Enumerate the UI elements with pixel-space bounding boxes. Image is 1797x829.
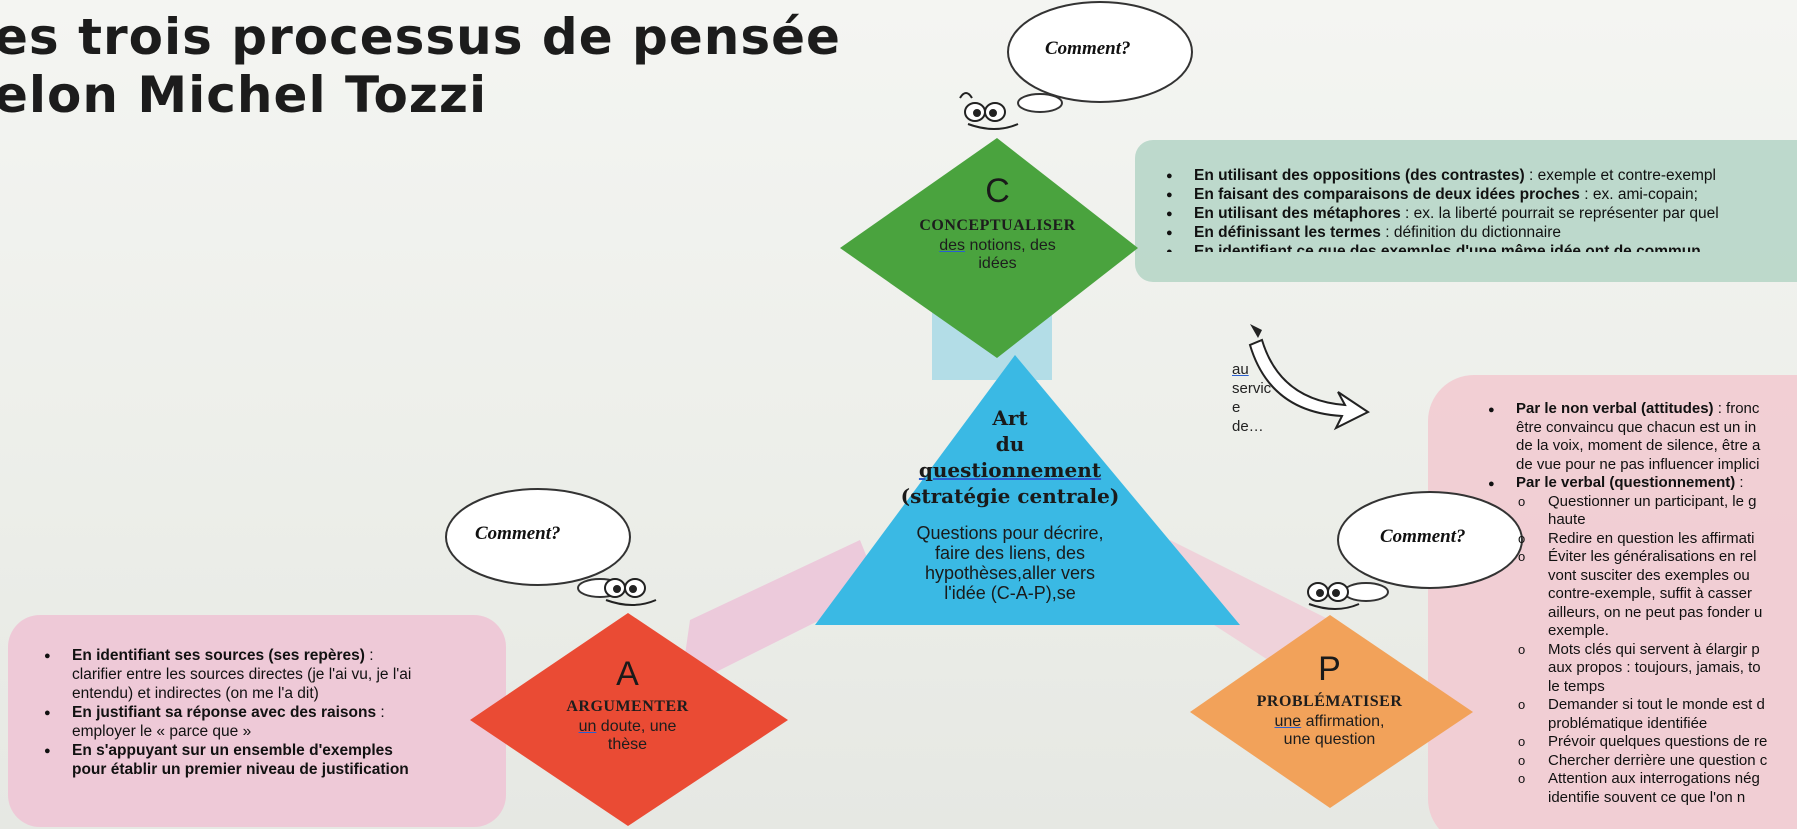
sub-list-continuation: contre-exemple, suffit à casser	[1548, 585, 1752, 602]
sub-list-item: Attention aux interrogations nég	[1482, 770, 1797, 789]
sub-list-continuation: ailleurs, on ne peut pas fonder u	[1548, 603, 1763, 621]
a-verb: ARGUMENTER	[566, 698, 689, 715]
a-character-icon	[604, 578, 657, 606]
page-title: es trois processus de pensée elon Michel…	[0, 8, 841, 124]
c-panel-list: En utilisant des oppositions (des contra…	[1160, 166, 1797, 252]
p-character-icon	[1307, 582, 1360, 610]
a-connector	[680, 540, 880, 690]
sub-list-continuation: problématique identifiée	[1548, 714, 1708, 732]
title-line-1: es trois processus de pensée	[0, 8, 841, 66]
list-item: En utilisant des oppositions (des contra…	[1160, 166, 1797, 186]
a-diamond	[470, 613, 788, 826]
a-object: un doute, une	[578, 718, 677, 735]
list-item: En faisant des comparaisons de deux idée…	[1160, 185, 1797, 205]
p-panel: Par le non verbal (attitudes) : fronc êt…	[1482, 400, 1797, 829]
p-panel-list: Par le non verbal (attitudes) : fronc êt…	[1482, 400, 1797, 807]
center-triangle	[815, 355, 1240, 625]
sub-list-item: Prévoir quelques questions de re	[1482, 733, 1797, 752]
sub-list-item: Demander si tout le monde est d	[1482, 696, 1797, 715]
center-body: Questions pour décrire, faire des liens,…	[916, 523, 1104, 609]
p-letter: P	[1318, 650, 1341, 688]
sub-list-item: Éviter les généralisations en rel	[1482, 548, 1797, 567]
c-diamond	[840, 138, 1138, 358]
c-character-icon	[959, 92, 1019, 130]
p-object: une affirmation,	[1274, 713, 1385, 730]
a-panel-list: En identifiant ses sources (ses repères)…	[38, 646, 508, 779]
sub-list-continuation: identifie souvent ce que l'on n	[1548, 788, 1746, 806]
title-line-2: elon Michel Tozzi	[0, 66, 488, 124]
sub-list-item: Chercher derrière une question c	[1482, 752, 1797, 771]
sub-list-item: Mots clés qui servent à élargir p	[1482, 641, 1797, 660]
list-item-continuation: pour établir un premier niveau de justif…	[72, 761, 409, 778]
sub-list-continuation: vont susciter des exemples ou	[1548, 566, 1750, 584]
a-panel: En identifiant ses sources (ses repères)…	[38, 646, 508, 779]
c-panel: En utilisant des oppositions (des contra…	[1160, 166, 1797, 276]
c-diamond-label: C CONCEPTUALISER des notions, des idées	[900, 172, 1095, 273]
list-item: En identifiant ce que des exemples d'une…	[1160, 242, 1797, 252]
list-item: Par le verbal (questionnement) :	[1482, 474, 1797, 493]
list-item-continuation: de vue pour ne pas influencer implici	[1516, 455, 1760, 473]
c-verb: CONCEPTUALISER	[919, 217, 1076, 234]
curved-arrow-icon	[1248, 338, 1370, 431]
list-item: En identifiant ses sources (ses repères)…	[38, 646, 508, 666]
sub-list-continuation: exemple.	[1548, 622, 1609, 639]
arrow-label: au servic e de…	[1232, 361, 1272, 435]
list-item: En s'appuyant sur un ensemble d'exemples	[38, 741, 508, 761]
a-bubble	[445, 488, 631, 586]
c-bubble-tail	[1017, 93, 1063, 113]
sub-list-item: Redire en question les affirmati	[1482, 530, 1797, 549]
a-bubble-text: Comment?	[475, 523, 561, 544]
p-diamond	[1190, 615, 1473, 808]
list-item: Par le non verbal (attitudes) : fronc	[1482, 400, 1797, 419]
list-item-continuation: employer le « parce que »	[72, 723, 252, 740]
p-diamond-label: P PROBLÉMATISER une affirmation, une que…	[1232, 650, 1427, 749]
p-bubble-text: Comment?	[1380, 526, 1466, 547]
a-diamond-label: A ARGUMENTER un doute, une thèse	[530, 655, 725, 754]
list-item-continuation: clarifier entre les sources directes (je…	[72, 666, 412, 683]
a-object-2: thèse	[607, 736, 648, 753]
a-letter: A	[616, 655, 639, 693]
arrow-tail-icon	[1250, 324, 1262, 338]
sub-list-continuation: aux propos : toujours, jamais, to	[1548, 659, 1761, 676]
p-bubble-tail	[1343, 582, 1389, 602]
c-bubble-text: Comment?	[1045, 38, 1131, 59]
list-item-continuation: être convaincu que chacun est un in	[1516, 418, 1757, 436]
list-item: En justifiant sa réponse avec des raison…	[38, 703, 508, 723]
c-object: des notions, des	[939, 237, 1056, 254]
c-letter: C	[985, 172, 1010, 210]
p-verb: PROBLÉMATISER	[1256, 693, 1403, 710]
c-bubble	[1007, 1, 1193, 103]
list-item: En définissant les termes : définition d…	[1160, 223, 1797, 243]
center-text: Art du questionnement (stratégie central…	[860, 405, 1160, 609]
list-item-continuation: de la voix, moment de silence, être a	[1516, 437, 1761, 454]
p-object-2: une question	[1283, 731, 1376, 748]
sub-list-continuation: le temps	[1548, 677, 1605, 695]
c-object-2: idées	[978, 255, 1017, 272]
sub-list-item: Questionner un participant, le g	[1482, 493, 1797, 512]
list-item-continuation: entendu) et indirectes (on me l'a dit)	[72, 685, 319, 702]
sub-list-continuation: haute	[1548, 511, 1586, 528]
list-item: En utilisant des métaphores : ex. la lib…	[1160, 204, 1797, 224]
center-heading: Art du questionnement (stratégie central…	[900, 406, 1120, 508]
